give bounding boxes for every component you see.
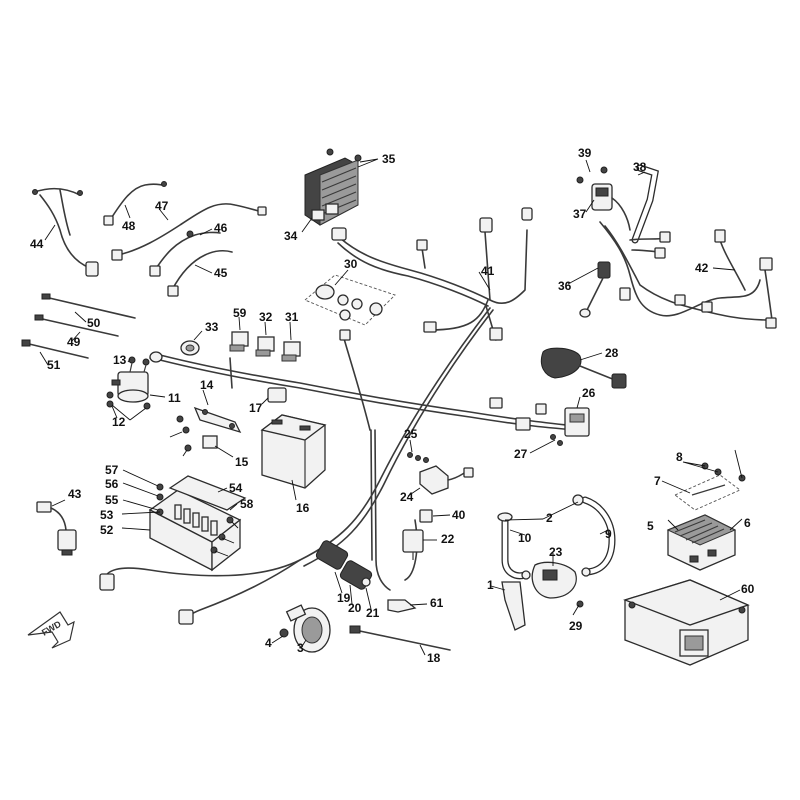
callout-4: 4 bbox=[265, 636, 272, 650]
callout-31: 31 bbox=[285, 310, 299, 324]
callout-18: 18 bbox=[427, 651, 441, 665]
callout-9: 9 bbox=[605, 527, 612, 541]
handlebar-switch bbox=[540, 347, 627, 389]
callout-44: 44 bbox=[30, 237, 44, 251]
callout-54: 54 bbox=[229, 481, 243, 495]
callout-20: 20 bbox=[348, 601, 362, 615]
callout-45: 45 bbox=[214, 266, 228, 280]
callout-43: 43 bbox=[68, 487, 82, 501]
bracket bbox=[176, 406, 242, 452]
fan-relay bbox=[402, 509, 433, 560]
callout-25: 25 bbox=[404, 427, 418, 441]
main-wiring-harness bbox=[99, 207, 576, 625]
left-sub-harnesses bbox=[21, 181, 267, 359]
horn bbox=[279, 604, 331, 653]
callout-42: 42 bbox=[695, 261, 709, 275]
callout-13: 13 bbox=[113, 353, 127, 367]
callout-50: 50 bbox=[87, 316, 101, 330]
callout-6: 6 bbox=[744, 516, 751, 530]
callout-37: 37 bbox=[573, 207, 587, 221]
callout-32: 32 bbox=[259, 310, 273, 324]
callout-40: 40 bbox=[452, 508, 466, 522]
ignition-switch bbox=[36, 501, 77, 556]
callout-27: 27 bbox=[514, 447, 528, 461]
callout-58: 58 bbox=[240, 497, 254, 511]
battery bbox=[260, 387, 327, 489]
callout-34: 34 bbox=[284, 229, 298, 243]
relays-group bbox=[180, 331, 301, 362]
callout-59: 59 bbox=[233, 306, 247, 320]
callout-8: 8 bbox=[676, 450, 683, 464]
ecu-sub-harness bbox=[576, 164, 777, 329]
callout-10: 10 bbox=[518, 531, 532, 545]
callout-28: 28 bbox=[605, 346, 619, 360]
callout-38: 38 bbox=[633, 160, 647, 174]
voltage-regulator bbox=[304, 148, 362, 226]
callout-7: 7 bbox=[654, 474, 661, 488]
forward-arrow: FWD bbox=[27, 611, 75, 649]
ignition-coil bbox=[315, 540, 373, 590]
callout-57: 57 bbox=[105, 463, 119, 477]
callout-29: 29 bbox=[569, 619, 583, 633]
callout-5: 5 bbox=[647, 519, 654, 533]
callout-23: 23 bbox=[549, 545, 563, 559]
callout-11: 11 bbox=[168, 391, 181, 405]
callout-1: 1 bbox=[487, 578, 494, 592]
callout-61: 61 bbox=[430, 596, 444, 610]
leader-lines bbox=[39, 158, 743, 656]
ignition-parts-kit bbox=[304, 274, 396, 326]
callout-12: 12 bbox=[112, 415, 126, 429]
callout-49: 49 bbox=[67, 335, 81, 349]
callout-22: 22 bbox=[441, 532, 455, 546]
callout-55: 55 bbox=[105, 493, 119, 507]
callout-60: 60 bbox=[741, 582, 755, 596]
fuel-pump-assembly bbox=[497, 494, 616, 631]
battery-strap bbox=[349, 599, 451, 651]
starter-relay bbox=[106, 356, 151, 410]
cdi-unit bbox=[666, 462, 746, 571]
callout-47: 47 bbox=[155, 199, 169, 213]
callout-51: 51 bbox=[47, 358, 61, 372]
ecu bbox=[623, 579, 750, 666]
callout-36: 36 bbox=[558, 279, 572, 293]
callout-15: 15 bbox=[235, 455, 249, 469]
callout-2: 2 bbox=[546, 511, 553, 525]
throttle-sensor bbox=[550, 407, 590, 446]
callout-33: 33 bbox=[205, 320, 219, 334]
callout-48: 48 bbox=[122, 219, 136, 233]
callout-16: 16 bbox=[296, 501, 310, 515]
flasher-unit bbox=[407, 452, 474, 495]
callout-41: 41 bbox=[481, 264, 495, 278]
callout-35: 35 bbox=[382, 152, 396, 166]
callout-39: 39 bbox=[578, 146, 592, 160]
callout-19: 19 bbox=[337, 591, 351, 605]
callout-14: 14 bbox=[200, 378, 214, 392]
callout-30: 30 bbox=[344, 257, 358, 271]
callout-26: 26 bbox=[582, 386, 596, 400]
fuse-box bbox=[148, 475, 247, 572]
callout-21: 21 bbox=[366, 606, 380, 620]
callout-46: 46 bbox=[214, 221, 228, 235]
callout-56: 56 bbox=[105, 477, 119, 491]
callout-17: 17 bbox=[249, 401, 263, 415]
callout-52: 52 bbox=[100, 523, 114, 537]
callout-3: 3 bbox=[297, 641, 304, 655]
callout-24: 24 bbox=[400, 490, 414, 504]
callout-53: 53 bbox=[100, 508, 114, 522]
